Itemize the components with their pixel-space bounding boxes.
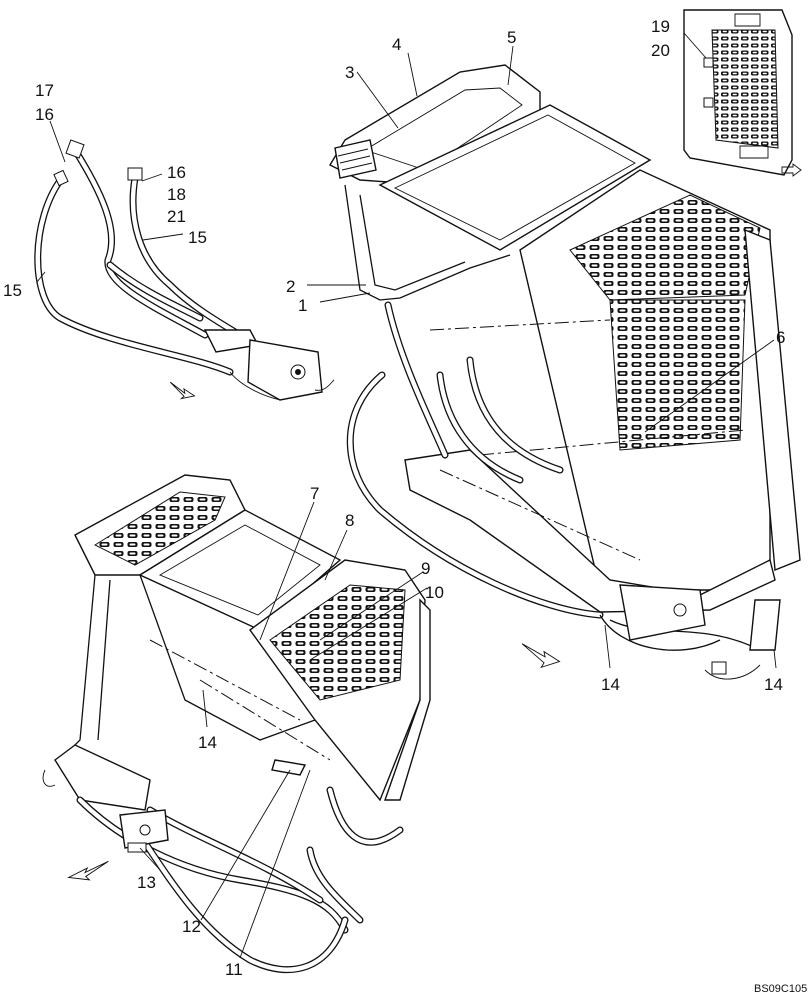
callout-14-lower: 14 bbox=[198, 733, 217, 752]
cab-assembly-upper bbox=[329, 64, 801, 680]
callout-18: 18 bbox=[167, 185, 186, 204]
callout-17: 17 bbox=[35, 81, 54, 100]
callout-6: 6 bbox=[776, 328, 785, 347]
callout-labels: 1 2 3 4 5 6 7 8 9 10 11 12 13 14 14 14 1… bbox=[3, 17, 807, 995]
callout-1: 1 bbox=[298, 296, 307, 315]
callout-14-right: 14 bbox=[764, 675, 783, 694]
callout-16-right: 16 bbox=[167, 163, 186, 182]
figure-code: BS09C105 bbox=[754, 983, 807, 995]
callout-12: 12 bbox=[182, 917, 201, 936]
hose-assembly-detail bbox=[34, 139, 335, 401]
callout-15-left: 15 bbox=[3, 281, 22, 300]
callout-15-right: 15 bbox=[188, 228, 207, 247]
callout-10: 10 bbox=[425, 583, 444, 602]
inset-arrow bbox=[781, 163, 802, 177]
callout-2: 2 bbox=[286, 277, 295, 296]
callout-16-left: 16 bbox=[35, 105, 54, 124]
callout-11: 11 bbox=[225, 960, 243, 979]
direction-arrow-upper bbox=[169, 381, 196, 400]
callout-4: 4 bbox=[392, 35, 401, 54]
leader-lines bbox=[36, 32, 777, 959]
cab-assembly-lower bbox=[42, 474, 431, 974]
callout-20: 20 bbox=[651, 41, 670, 60]
callout-14-center: 14 bbox=[601, 675, 620, 694]
callout-8: 8 bbox=[345, 511, 354, 530]
callout-9: 9 bbox=[421, 559, 430, 578]
callout-7: 7 bbox=[310, 484, 319, 503]
callout-13: 13 bbox=[137, 873, 156, 892]
direction-arrow-lower bbox=[67, 860, 109, 881]
direction-arrow-right bbox=[521, 643, 561, 669]
callout-5: 5 bbox=[507, 28, 516, 47]
callout-21: 21 bbox=[167, 207, 186, 226]
callout-3: 3 bbox=[345, 63, 354, 82]
rear-grille-inset bbox=[683, 9, 793, 176]
callout-19: 19 bbox=[651, 17, 670, 36]
